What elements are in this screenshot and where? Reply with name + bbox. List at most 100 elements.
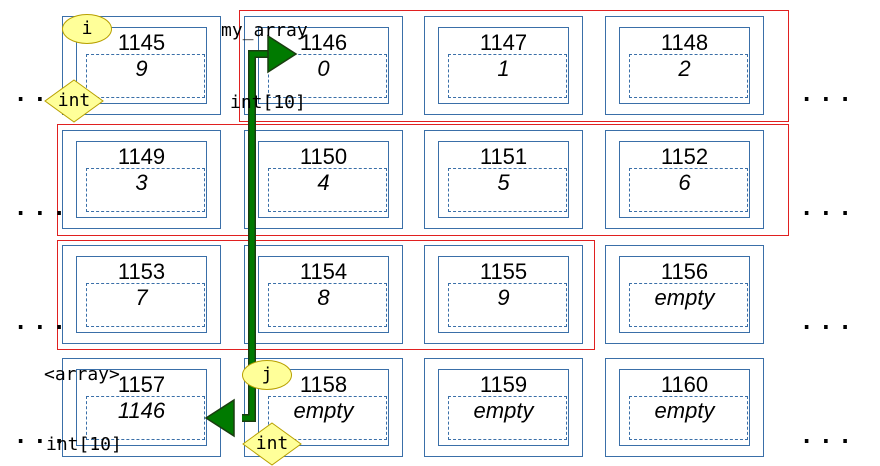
array-pointer-line-fill — [242, 51, 276, 421]
cell-address: 1153 — [117, 259, 166, 284]
cell-value-slot — [448, 54, 567, 98]
cell-value: 7 — [135, 285, 148, 310]
memory-cell-1157: 1157 1146 — [62, 358, 221, 457]
type-text: int — [57, 90, 91, 111]
cell-address: 1156 — [660, 259, 709, 284]
cell-inner-frame — [76, 141, 207, 218]
cell-inner-frame — [258, 27, 389, 104]
memory-cell-1149: 1149 3 — [62, 130, 221, 229]
cell-inner-frame — [76, 369, 207, 446]
arrowhead-to-1157 — [204, 398, 235, 438]
cell-value-slot — [629, 54, 748, 98]
cell-address: 1147 — [479, 30, 528, 55]
cell-inner-frame — [438, 256, 569, 333]
memory-cell-1155: 1155 9 — [424, 245, 583, 344]
cell-value-slot — [86, 168, 205, 212]
variable-name-i: i — [62, 14, 112, 44]
cell-inner-frame — [619, 27, 750, 104]
cell-address: 1159 — [479, 372, 528, 397]
memory-cell-1160: 1160 empty — [605, 358, 764, 457]
cell-value-slot — [629, 168, 748, 212]
cell-address: 1145 — [117, 30, 166, 55]
memory-cell-1146: 1146 0 — [244, 16, 403, 115]
cell-inner-frame — [258, 256, 389, 333]
cell-value: 5 — [497, 170, 510, 195]
cell-address: 1146 — [299, 30, 348, 55]
cell-value-slot — [268, 283, 387, 327]
memory-cell-1158: 1158 empty — [244, 358, 403, 457]
ellipsis-left-row-4: ... — [14, 424, 72, 449]
type-label-j: int — [242, 422, 302, 466]
cell-inner-frame — [438, 369, 569, 446]
cell-value-slot — [268, 396, 387, 440]
type-label-array-param: int[10] — [46, 434, 122, 455]
array-span-row-3 — [57, 240, 595, 350]
cell-value: empty — [654, 398, 715, 423]
type-label-i: int — [44, 79, 104, 123]
cell-value: 1146 — [117, 398, 166, 423]
cell-value: empty — [654, 285, 715, 310]
diamond-icon — [44, 79, 104, 123]
cell-inner-frame — [258, 141, 389, 218]
cell-inner-frame — [619, 256, 750, 333]
cell-address: 1152 — [660, 144, 709, 169]
variable-name-j: j — [242, 360, 292, 390]
memory-cell-1156: 1156 empty — [605, 245, 764, 344]
cell-value-slot — [629, 396, 748, 440]
cell-address: 1160 — [660, 372, 709, 397]
variable-name-my-array: my_array — [221, 20, 308, 41]
cell-value: empty — [293, 398, 354, 423]
cell-value: 9 — [497, 285, 510, 310]
cell-inner-frame — [438, 141, 569, 218]
arrowhead-to-1146 — [267, 34, 298, 74]
cell-inner-frame — [258, 369, 389, 446]
ellipsis-right-row-1: ... — [800, 82, 858, 107]
cell-value: 4 — [317, 170, 330, 195]
ellipsis-left-row-2: ... — [14, 196, 72, 221]
memory-cell-1148: 1148 2 — [605, 16, 764, 115]
type-label-my-array: int[10] — [230, 92, 306, 113]
cell-value: 8 — [317, 285, 330, 310]
cell-address: 1151 — [479, 144, 528, 169]
cell-address: 1157 — [117, 372, 166, 397]
memory-cell-1154: 1154 8 — [244, 245, 403, 344]
cell-value-slot — [448, 396, 567, 440]
cell-value-slot — [86, 283, 205, 327]
cell-address: 1154 — [299, 259, 348, 284]
variable-name-array-param: <array> — [44, 364, 120, 385]
array-span-row-1 — [239, 10, 789, 122]
cell-address: 1158 — [299, 372, 348, 397]
cell-inner-frame — [619, 369, 750, 446]
type-text: int — [255, 433, 289, 454]
cell-inner-frame — [76, 27, 207, 104]
memory-cell-1153: 1153 7 — [62, 245, 221, 344]
cell-value-slot — [86, 54, 205, 98]
cell-value-slot — [86, 396, 205, 440]
memory-cell-1150: 1150 4 — [244, 130, 403, 229]
ellipsis-right-row-3: ... — [800, 310, 858, 335]
array-span-row-2 — [57, 124, 789, 236]
cell-value-slot — [268, 168, 387, 212]
cell-value-slot — [448, 168, 567, 212]
memory-cell-1145: 1145 9 — [62, 16, 221, 115]
cell-value-slot — [268, 54, 387, 98]
cell-value: 3 — [135, 170, 148, 195]
cell-value: 2 — [678, 56, 691, 81]
cell-address: 1148 — [660, 30, 709, 55]
cell-value: 1 — [497, 56, 510, 81]
cell-inner-frame — [619, 141, 750, 218]
ellipsis-right-row-4: ... — [800, 424, 858, 449]
cell-address: 1150 — [299, 144, 348, 169]
diamond-icon — [242, 422, 302, 466]
memory-cell-1159: 1159 empty — [424, 358, 583, 457]
ellipsis-right-row-2: ... — [800, 196, 858, 221]
memory-cell-1152: 1152 6 — [605, 130, 764, 229]
cell-address: 1155 — [479, 259, 528, 284]
memory-cell-1147: 1147 1 — [424, 16, 583, 115]
cell-value-slot — [629, 283, 748, 327]
cell-address: 1149 — [117, 144, 166, 169]
cell-value: 0 — [317, 56, 330, 81]
cell-value: 9 — [135, 56, 148, 81]
ellipsis-left-row-3: ... — [14, 310, 72, 335]
